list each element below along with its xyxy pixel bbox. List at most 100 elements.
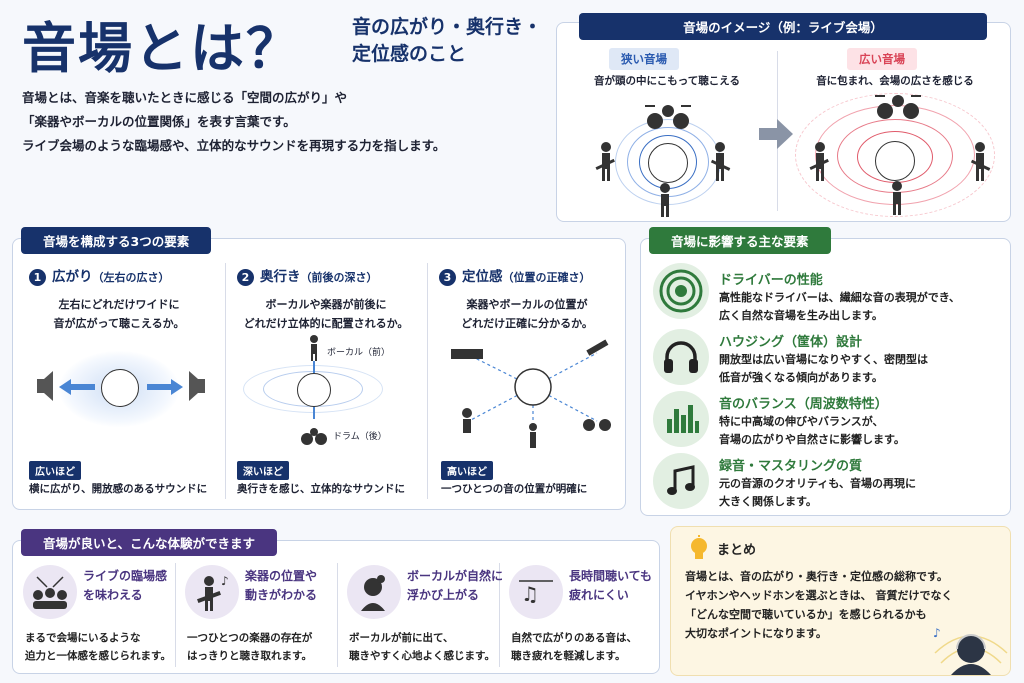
page-title: 音場とは？ [22, 17, 302, 80]
subtitle-line: 音の広がり・奥行き・ [352, 16, 543, 38]
concert-icon [23, 565, 77, 619]
title-line: を味わえる [83, 588, 143, 602]
element-title-text: 広がり [52, 269, 93, 285]
listener-headphones-icon: ♪ [933, 626, 1008, 675]
title-line: 楽器の位置や [245, 569, 318, 583]
singer-icon [660, 183, 670, 217]
right-speaker-icon [189, 371, 205, 401]
listener-head-icon [875, 141, 915, 181]
summary-line: 「どんな空間で聴いているか」を感じられるかも [685, 608, 927, 621]
drums-icon [875, 95, 921, 119]
element-title-sub: （前後の深さ） [300, 271, 378, 284]
desc-line: 一つひとつの楽器の存在が [187, 632, 313, 644]
factor-desc: 元の音源のクオリティも、音場の再現に大きく関係します。 [719, 475, 916, 511]
left-speaker-icon [37, 371, 53, 401]
desc-line: 開放型は広い音場になりやすく、密閉型は [719, 353, 928, 366]
title-line: ボーカルが自然に [407, 569, 504, 583]
imaging-effect-tag: 高いほど [441, 461, 493, 480]
music-note-icon [653, 453, 709, 509]
element-width-desc: 左右にどれだけワイドに音が広がって聴こえるか。 [13, 295, 225, 333]
desc-line: 聴き疲れを軽減します。 [511, 650, 626, 662]
factors-heading: 音場に影響する主な要素 [649, 227, 831, 254]
element-width-title: 1 広がり（左右の広さ） [29, 265, 170, 286]
element-imaging-title: 3 定位感（位置の正確さ） [439, 265, 591, 286]
divider [427, 263, 428, 499]
experience-title: ボーカルが自然に浮かび上がる [407, 567, 503, 605]
sound-ring [795, 93, 995, 217]
desc-line: 低音が強くなる傾向があります。 [719, 371, 883, 384]
experience-title: 長時間聴いても疲れにくい [569, 567, 652, 605]
listener-head-icon [648, 143, 688, 183]
number-badge: 1 [29, 269, 46, 286]
desc-line: どれだけ正確に分かるか。 [461, 317, 593, 330]
depth-effect-note: 奥行きを感じ、立体的なサウンドに [237, 483, 405, 495]
experience-desc: ボーカルが前に出て、聴きやすく心地よく感じます。 [349, 629, 495, 665]
svg-text:♪: ♪ [221, 574, 229, 588]
desc-line: 左右にどれだけワイドに [58, 298, 180, 311]
experience-desc: 一つひとつの楽器の存在がはっきりと聴き取れます。 [187, 629, 312, 665]
element-title-sub: （位置の正確さ） [502, 271, 591, 284]
title-line: ライブの臨場感 [83, 569, 168, 583]
factor-title: 音のバランス（周波数特性） [719, 397, 888, 412]
intro-text: 音場とは、音楽を聴いたときに感じる「空間の広がり」や 「楽器やボーカルの位置関係… [22, 86, 542, 158]
guitarist-icon: ♪ [185, 565, 239, 619]
svg-text:♪: ♪ [933, 626, 941, 640]
headphones-icon [653, 329, 709, 385]
singer-icon [310, 335, 318, 361]
lightbulb-icon [691, 535, 707, 559]
divider [225, 263, 226, 499]
experience-panel: 音場が良いと、こんな体験ができます ライブの臨場感を味わえる まるで会場にいるよ… [12, 529, 660, 674]
singer-icon [347, 565, 401, 619]
driver-icon [653, 263, 709, 319]
factor-desc: 高性能なドライバーは、繊細な音の表現ができ、広く自然な音場を生み出します。 [719, 289, 960, 325]
elements-heading: 音場を構成する3つの要素 [21, 227, 212, 254]
elements-panel: 音場を構成する3つの要素 1 広がり（左右の広さ） 左右にどれだけワイドに音が広が… [12, 227, 627, 510]
desc-line: ボーカルが前に出て、 [349, 632, 454, 644]
desc-line: 楽器やボーカルの位置が [466, 298, 588, 311]
element-depth-desc: ボーカルや楽器が前後にどれだけ立体的に配置されるか。 [225, 295, 427, 333]
summary-line: イヤホンやヘッドホンを選ぶときは、 音質だけでなく [685, 589, 953, 602]
desc-line: どれだけ立体的に配置されるか。 [243, 317, 409, 330]
element-imaging-desc: 楽器やボーカルの位置がどれだけ正確に分かるか。 [427, 295, 627, 333]
imaging-illustration [451, 339, 611, 448]
equalizer-icon [653, 391, 709, 447]
drums-icon [645, 105, 691, 129]
arrow-up-icon [313, 361, 315, 373]
factor-title: ドライバーの性能 [719, 273, 823, 288]
arrow-right-icon [147, 379, 183, 395]
factor-desc: 特に中高域の伸びやバランスが、音場の広がりや自然さに影響します。 [719, 413, 905, 449]
experience-desc: まるで会場にいるような迫力と一体感を感じられます。 [25, 629, 171, 665]
desc-line: 迫力と一体感を感じられます。 [25, 650, 171, 662]
summary-text: 音場とは、音の広がり・奥行き・定位感の総称です。 イヤホンやヘッドホンを選ぶとき… [685, 567, 953, 643]
drums-icon [301, 428, 327, 445]
divider [175, 563, 176, 667]
guitarist-icon [809, 142, 829, 181]
summary-heading: まとめ [717, 543, 757, 558]
element-title-sub: （左右の広さ） [92, 271, 170, 284]
desc-line: 自然で広がりのある音は、 [511, 632, 637, 644]
intro-line: 「楽器やボーカルの位置関係」を表す言葉です。 [22, 114, 296, 129]
title-line: 疲れにくい [569, 588, 629, 602]
desc-line: 聴きやすく心地よく感じます。 [349, 650, 495, 662]
summary-line: 大切なポイントになります。 [685, 627, 827, 640]
title-line: 動きがわかる [245, 588, 318, 602]
divider [499, 563, 500, 667]
singer-icon [892, 181, 902, 215]
experience-desc: 自然で広がりのある音は、聴き疲れを軽減します。 [511, 629, 637, 665]
bassist-icon [970, 142, 991, 181]
listener-head-icon [101, 369, 139, 407]
arrow-right-icon [759, 119, 793, 149]
experience-title: ライブの臨場感を味わえる [83, 567, 167, 605]
summary-line: 音場とは、音の広がり・奥行き・定位感の総称です。 [685, 570, 948, 583]
page-subtitle: 音の広がり・奥行き・ 定位感のこと [352, 14, 572, 68]
factor-title: 録音・マスタリングの質 [719, 459, 863, 474]
number-badge: 2 [237, 269, 254, 286]
number-badge: 3 [439, 269, 456, 286]
element-title-text: 定位感 [462, 269, 503, 285]
desc-line: 高性能なドライバーは、繊細な音の表現ができ、 [719, 291, 961, 304]
factors-panel: 音場に影響する主な要素 ドライバーの性能 高性能なドライバーは、繊細な音の表現が… [640, 227, 1011, 516]
experience-title: 楽器の位置や動きがわかる [245, 567, 317, 605]
factor-desc: 開放型は広い音場になりやすく、密閉型は低音が強くなる傾向があります。 [719, 351, 928, 387]
desc-line: 音場の広がりや自然さに影響します。 [719, 433, 905, 446]
